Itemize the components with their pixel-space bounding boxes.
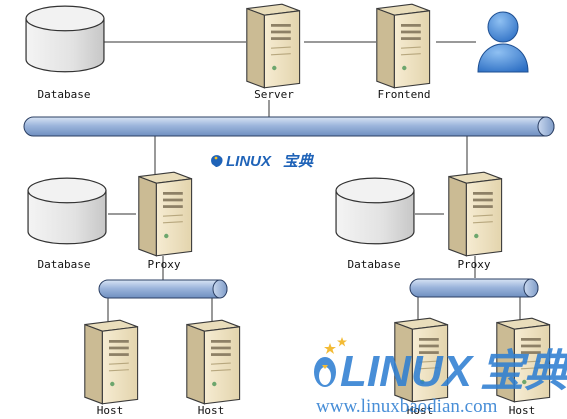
database-left-node: Database [27, 177, 107, 271]
watermark-small-cjk: 宝典 [283, 152, 315, 170]
server-node: Server [246, 3, 301, 101]
database-icon [25, 5, 105, 73]
small-watermark: LINUX 宝典 [211, 152, 315, 170]
connection-lines [104, 41, 521, 322]
host-3-label: Host [407, 404, 434, 417]
database-icon [27, 177, 107, 245]
host-node-3: Host [394, 317, 449, 417]
watermark-large-latin: LINUX [340, 347, 475, 396]
tux-logo-icon [314, 357, 336, 387]
proxy-right-node: Proxy [448, 171, 503, 271]
tux-logo-icon [211, 155, 223, 167]
database-right-label: Database [348, 258, 401, 271]
host-1-label: Host [97, 404, 124, 417]
database-left-label: Database [38, 258, 91, 271]
watermark-small-latin: LINUX [226, 153, 272, 170]
database-icon [335, 177, 415, 245]
host-node-1: Host [84, 319, 139, 417]
host-4-label: Host [509, 404, 536, 417]
stars-icon [324, 337, 347, 354]
server-icon [138, 171, 193, 257]
main-bus [23, 116, 555, 137]
host-2-label: Host [198, 404, 225, 417]
watermark-large-cjk: 宝典 [480, 347, 567, 396]
database-top-node: Database [25, 5, 105, 101]
database-top-label: Database [38, 88, 91, 101]
watermark-url: www.linuxbaodian.com [316, 396, 498, 417]
host-node-4: Host [496, 317, 551, 417]
frontend-node: Frontend [376, 3, 431, 101]
server-icon [448, 171, 503, 257]
database-right-node: Database [335, 177, 415, 271]
server-icon [376, 3, 431, 89]
host-node-2: Host [186, 319, 241, 417]
user-node [477, 11, 529, 73]
user-icon [477, 11, 529, 73]
server-label: Server [254, 88, 294, 101]
server-icon [186, 319, 241, 405]
server-icon [84, 319, 139, 405]
proxy-right-label: Proxy [457, 258, 490, 271]
right-bus [409, 278, 539, 298]
server-icon [246, 3, 301, 89]
left-bus [98, 279, 228, 299]
proxy-left-label: Proxy [147, 258, 180, 271]
large-watermark: LINUX 宝典 www.linuxbaodian.com [314, 337, 567, 417]
frontend-label: Frontend [378, 88, 431, 101]
proxy-left-node: Proxy [138, 171, 193, 271]
